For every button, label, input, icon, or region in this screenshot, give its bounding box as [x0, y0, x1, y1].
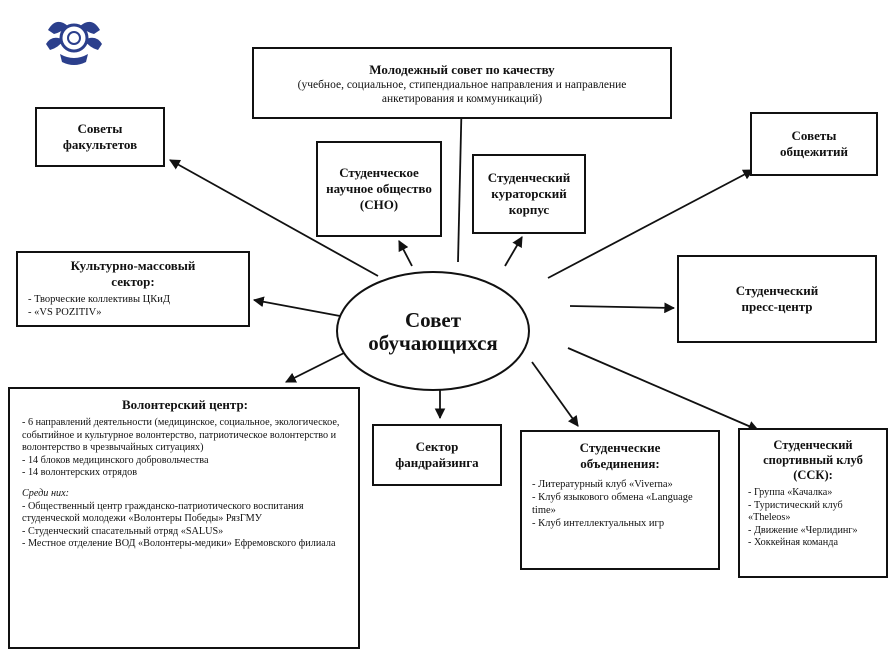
list-item: - Группа «Качалка»: [748, 487, 833, 498]
list-item: - Местное отделение ВОД «Волонтеры-медик…: [22, 538, 336, 550]
press-center-box: Студенческий пресс-центр: [677, 255, 877, 343]
arrow-to-faculty-councils: [169, 159, 379, 277]
scientific-society-label: Студенческое научное общество (СНО): [326, 165, 432, 212]
sports-club-list: - Группа «Качалка» - Туристический клуб …: [748, 487, 878, 550]
quality-council-title: Молодежный совет по качеству: [369, 61, 555, 77]
list-item: - Общественный центр гражданско-патриоти…: [22, 500, 304, 525]
list-item: - 14 волонтерских отрядов: [22, 467, 138, 479]
list-item: - Литературный клуб «Viverna»: [532, 479, 673, 490]
cultural-sector-box: Культурно-массовый сектор: - Творческие …: [16, 251, 250, 327]
center-label: Совет обучающихся: [338, 272, 528, 392]
list-item: - Клуб языкового обмена «Language time»: [532, 492, 693, 516]
arrow-to-sports-club: [567, 347, 759, 432]
volunteer-center-title: Волонтерский центр:: [121, 397, 248, 412]
curator-corps-box: Студенческий кураторский корпус: [472, 154, 586, 234]
quality-council-subtitle: (учебное, социальное, стипендиальное нап…: [297, 78, 627, 105]
list-item: - Клуб интеллектуальных игр: [532, 518, 665, 529]
faculty-councils-label: Советы факультетов: [62, 121, 138, 152]
volunteer-among-list: - Общественный центр гражданско-патриоти…: [22, 501, 348, 551]
arrow-to-volunteer-center: [285, 349, 351, 383]
faculty-councils-box: Советы факультетов: [35, 107, 165, 167]
arrow-to-dorm-councils: [547, 169, 754, 279]
sports-club-box: Студенческий спортивный клуб (ССК): - Гр…: [738, 428, 888, 578]
student-associations-title: Студенческие объединения:: [579, 440, 661, 471]
cultural-sector-list: - Творческие коллективы ЦКиД - «VS POZIT…: [28, 293, 238, 319]
list-item: - Творческие коллективы ЦКиД: [28, 294, 171, 305]
list-item: - «VS POZITIV»: [28, 307, 102, 318]
list-item: - 6 направлений деятельности (медицинско…: [22, 417, 340, 454]
arrow-to-cultural-sector: [252, 296, 341, 317]
sports-club-title: Студенческий спортивный клуб (ССК):: [763, 438, 863, 482]
list-item: - Туристический клуб «Theleos»: [748, 499, 843, 524]
center-label-line1: Совет: [404, 308, 462, 332]
list-item: - Движение «Черлидинг»: [748, 524, 858, 536]
press-center-label: Студенческий пресс-центр: [735, 283, 819, 314]
arrow-to-curator-corps: [504, 236, 523, 267]
scientific-society-box: Студенческое научное общество (СНО): [316, 141, 442, 237]
volunteer-center-box: Волонтерский центр: - 6 направлений деят…: [8, 387, 360, 649]
center-label-line2: обучающихся: [368, 331, 498, 355]
center-ellipse: [336, 271, 530, 391]
list-item: - 14 блоков медицинского добровольчества: [22, 454, 209, 466]
fundraising-sector-label: Сектор фандрайзинга: [395, 439, 479, 470]
student-associations-box: Студенческие объединения: - Литературный…: [520, 430, 720, 570]
list-item: - Хоккейная команда: [748, 537, 838, 549]
cultural-sector-title: Культурно-массовый сектор:: [70, 258, 196, 289]
quality-council-box: Молодежный совет по качеству (учебное, с…: [252, 47, 672, 119]
volunteer-center-list: - 6 направлений деятельности (медицинско…: [22, 417, 348, 480]
dorm-councils-box: Советы общежитий: [750, 112, 878, 176]
curator-corps-label: Студенческий кураторский корпус: [487, 170, 571, 217]
list-item: - Студенческий спасательный отряд «SALUS…: [22, 525, 224, 537]
dorm-councils-label: Советы общежитий: [779, 128, 849, 159]
arrow-to-scientific-society: [398, 240, 413, 267]
arrow-to-student-associations: [531, 361, 579, 427]
fundraising-sector-box: Сектор фандрайзинга: [372, 424, 502, 486]
university-logo: [42, 10, 106, 70]
volunteer-among-label: Среди них:: [22, 487, 70, 499]
arrow-to-press-center: [569, 302, 676, 314]
student-associations-list: - Литературный клуб «Viverna» - Клуб язы…: [532, 478, 708, 530]
